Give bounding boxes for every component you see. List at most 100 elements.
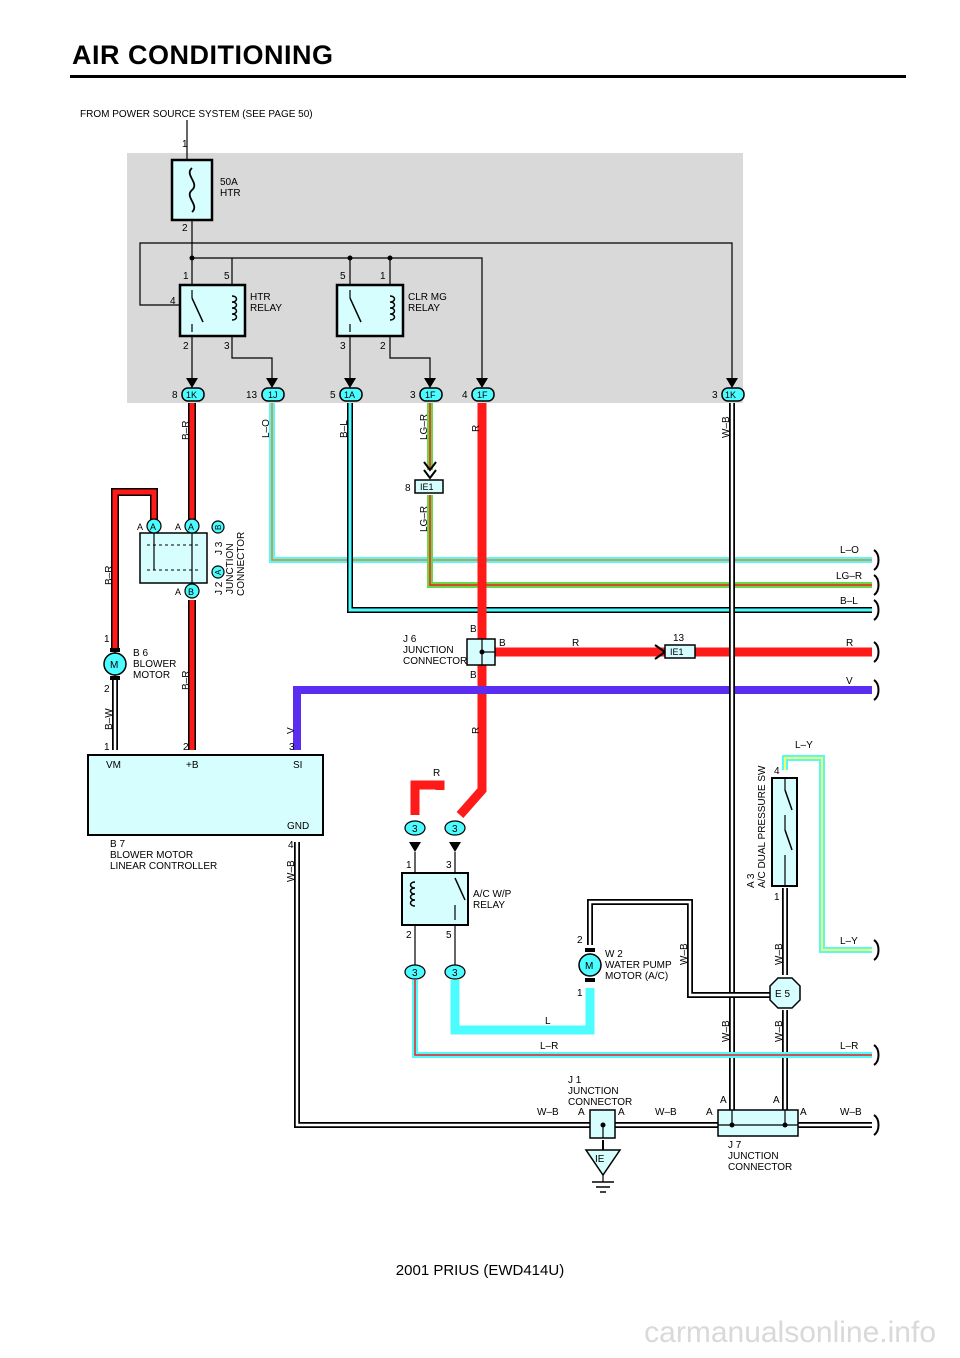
svg-text:2: 2 (380, 341, 386, 352)
title-rule (70, 75, 906, 78)
svg-text:LINEAR CONTROLLER: LINEAR CONTROLLER (110, 861, 217, 872)
svg-text:A: A (175, 522, 181, 532)
svg-text:MOTOR: MOTOR (133, 670, 170, 681)
svg-text:J 2: J 2 (214, 581, 225, 595)
j2-j3-junction-connector: A A A A B A B J 3 A J 2 JUNCTION CONNECT… (137, 518, 247, 599)
connector-1k-3: 1K 3 (712, 378, 745, 402)
svg-text:SI: SI (293, 760, 302, 771)
svg-text:J 3: J 3 (214, 541, 225, 555)
svg-text:W–B: W–B (679, 943, 690, 965)
wire-l-o (269, 403, 872, 563)
svg-text:JUNCTION: JUNCTION (225, 543, 236, 594)
svg-text:A: A (720, 1095, 727, 1106)
svg-text:RELAY: RELAY (473, 900, 505, 911)
svg-text:+B: +B (186, 760, 199, 771)
svg-text:3: 3 (224, 341, 230, 352)
connector-1f-3: 1F 3 (410, 378, 443, 402)
connector-1j-13: 1J 13 (246, 378, 285, 402)
svg-text:5: 5 (340, 271, 346, 282)
svg-text:RELAY: RELAY (408, 303, 440, 314)
svg-text:IE1: IE1 (420, 482, 434, 492)
svg-text:R: R (572, 638, 579, 649)
svg-text:2: 2 (183, 742, 189, 753)
svg-text:A: A (175, 587, 181, 597)
svg-text:JUNCTION: JUNCTION (728, 1151, 779, 1162)
svg-text:B: B (470, 670, 477, 681)
svg-text:CONNECTOR: CONNECTOR (236, 532, 247, 596)
svg-text:WATER PUMP: WATER PUMP (605, 960, 672, 971)
svg-text:13: 13 (246, 390, 258, 401)
svg-text:L–O: L–O (261, 419, 272, 438)
svg-text:3: 3 (452, 968, 458, 979)
svg-text:5: 5 (330, 390, 336, 401)
svg-text:1: 1 (183, 271, 189, 282)
svg-text:IE1: IE1 (670, 647, 684, 657)
svg-text:L–R: L–R (840, 1041, 858, 1052)
svg-text:A: A (137, 522, 143, 532)
svg-text:W–B: W–B (721, 416, 732, 438)
svg-text:B 6: B 6 (133, 648, 148, 659)
ac-wp-relay: 3 3 3 3 1 3 2 5 A/C W/P RELAY (401, 820, 512, 980)
svg-text:R: R (471, 727, 482, 734)
svg-text:1K: 1K (186, 390, 197, 400)
wire-l (450, 980, 595, 1035)
blower-motor-b6: M 1 2 B 6 BLOWER MOTOR (103, 634, 176, 695)
svg-text:VM: VM (106, 760, 121, 771)
svg-text:CONNECTOR: CONNECTOR (403, 656, 467, 667)
svg-text:A: A (706, 1107, 713, 1118)
ground-ie: IE (584, 1149, 622, 1193)
svg-text:HTR: HTR (250, 292, 271, 303)
relay-bus-wires (139, 220, 733, 385)
svg-text:V: V (286, 727, 297, 734)
svg-text:A: A (618, 1107, 625, 1118)
j1-junction-connector: A A J 1 JUNCTION CONNECTOR (568, 1075, 632, 1139)
svg-text:1: 1 (406, 860, 412, 871)
svg-text:J 6: J 6 (403, 634, 417, 645)
svg-text:5: 5 (446, 930, 452, 941)
svg-text:2: 2 (406, 930, 412, 941)
svg-text:B–R: B–R (181, 421, 192, 440)
clr-mg-relay: 5 1 3 2 CLR MG RELAY (335, 271, 447, 352)
svg-text:W–B: W–B (655, 1107, 677, 1118)
svg-text:W–B: W–B (774, 943, 785, 965)
top-connectors: 1K 8 1J 13 1A 5 1F 3 1F 4 (172, 378, 745, 402)
watermark: carmanualsonline.info (644, 1316, 936, 1349)
j7-junction-connector: A A A A J 7 JUNCTION CONNECTOR (706, 1095, 807, 1173)
svg-text:1: 1 (577, 988, 583, 999)
svg-text:A: A (800, 1107, 807, 1118)
svg-text:A/C W/P: A/C W/P (473, 889, 512, 900)
svg-text:B–W: B–W (104, 708, 115, 730)
ac-dual-pressure-switch-a3: 4 1 A 3 A/C DUAL PRESSURE SW (746, 765, 798, 903)
svg-text:A/C DUAL PRESSURE SW: A/C DUAL PRESSURE SW (757, 765, 768, 888)
svg-text:B: B (499, 638, 506, 649)
svg-text:JUNCTION: JUNCTION (568, 1086, 619, 1097)
svg-text:3: 3 (712, 390, 718, 401)
source-note: FROM POWER SOURCE SYSTEM (SEE PAGE 50) (80, 109, 313, 120)
svg-text:HTR: HTR (220, 188, 241, 199)
svg-text:1K: 1K (725, 390, 736, 400)
water-pump-motor-w2: M 2 1 W 2 WATER PUMP MOTOR (A/C) (577, 935, 672, 999)
svg-text:E 5: E 5 (775, 989, 790, 1000)
svg-text:B: B (470, 624, 477, 635)
svg-text:GND: GND (287, 821, 309, 832)
svg-text:B–L: B–L (840, 596, 858, 607)
svg-text:4: 4 (170, 296, 176, 307)
svg-text:3: 3 (289, 742, 295, 753)
svg-text:A: A (150, 522, 156, 532)
wire-l-y (782, 755, 872, 953)
wire-b-r (111, 403, 196, 750)
svg-text:M: M (585, 961, 593, 972)
fuse-50a-htr: 1 2 50A HTR (170, 120, 241, 234)
wire-labels-vertical: B–R L–O B–L LG–R R W–B LG–R B–R B–R B–W … (104, 414, 785, 1042)
svg-text:8: 8 (172, 390, 178, 401)
svg-text:1: 1 (182, 139, 188, 150)
wire-labels-horizontal: L–O LG–R B–L R R V L–Y L–Y R L L–R L–R W… (433, 545, 862, 1118)
svg-text:W–B: W–B (774, 1020, 785, 1042)
svg-text:1: 1 (774, 892, 780, 903)
svg-text:4: 4 (462, 390, 468, 401)
ie1-connector-upper: IE1 8 (405, 461, 444, 494)
svg-text:3: 3 (452, 824, 458, 835)
connector-1k-8: 1K 8 (172, 378, 205, 402)
svg-text:A: A (188, 522, 194, 532)
wire-b-l (347, 403, 872, 613)
